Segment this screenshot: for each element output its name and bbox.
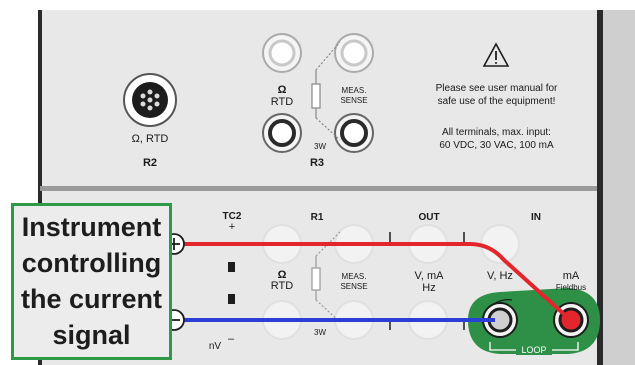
r3-rtd-label: RTD [270,96,294,108]
r3-terminal-bottom-left [262,113,302,153]
r3-meas-label: MEAS. [341,86,367,95]
r1-meas-label: MEAS. [341,272,367,281]
nv-label: nV [208,341,222,352]
instrument-line-4: signal [52,320,131,350]
panel-divider [40,186,597,191]
warning-line-4: 60 VDC, 30 VAC, 100 mA [439,140,554,151]
instrument-line-1: Instrument [21,212,162,242]
r3-resistor-symbol [311,41,341,141]
r2-label: R2 [142,157,158,169]
r1-sense-label: SENSE [340,282,368,291]
tc2-label: TC2 [222,211,242,222]
r2-connector-label: Ω, RTD [131,133,169,145]
in-label: IN [531,212,541,223]
warning-line-2: safe use of the equipment! [437,96,556,107]
r1-rtd-label: RTD [270,280,294,292]
tc2-marker-upper [228,262,235,272]
r1-wire-label: 3W [314,328,326,337]
loop-label: LOOP [516,345,552,355]
r2-connector [123,73,177,127]
r3-sense-label: SENSE [340,96,368,105]
instrument-box: Instrument controlling the current signa… [11,203,172,360]
nv-minus-label: – [227,333,235,345]
out-label: OUT [418,212,440,223]
in-fieldbus-label: Fieldbus [555,283,587,292]
instrument-line-3: the current [20,284,163,314]
tc2-plus-label: + [228,221,236,233]
warning-triangle-icon [482,42,510,67]
warning-line-1: Please see user manual for [435,83,558,94]
warning-line-3: All terminals, max. input: [442,127,551,138]
r3-terminal-top-left [262,33,302,73]
r3-omega-label: Ω [277,84,287,96]
in-ma-label: mA [562,270,580,282]
instrument-line-2: controlling [21,248,162,278]
in-v-hz-label: V, Hz [487,270,513,282]
tc2-marker-lower [228,294,235,304]
r3-terminal-bottom-right [334,113,374,153]
r3-wire-label: 3W [314,142,326,151]
panel-right-edge [597,10,603,365]
out-v-ma-label: V, mA [414,270,444,282]
r3-terminal-top-right [334,33,374,73]
r1-label: R1 [310,212,324,223]
positive-wire [176,242,568,318]
r1-omega-label: Ω [277,269,287,281]
r1-resistor-symbol [311,231,341,323]
out-hz-label: Hz [422,282,436,294]
r3-label: R3 [309,157,325,169]
